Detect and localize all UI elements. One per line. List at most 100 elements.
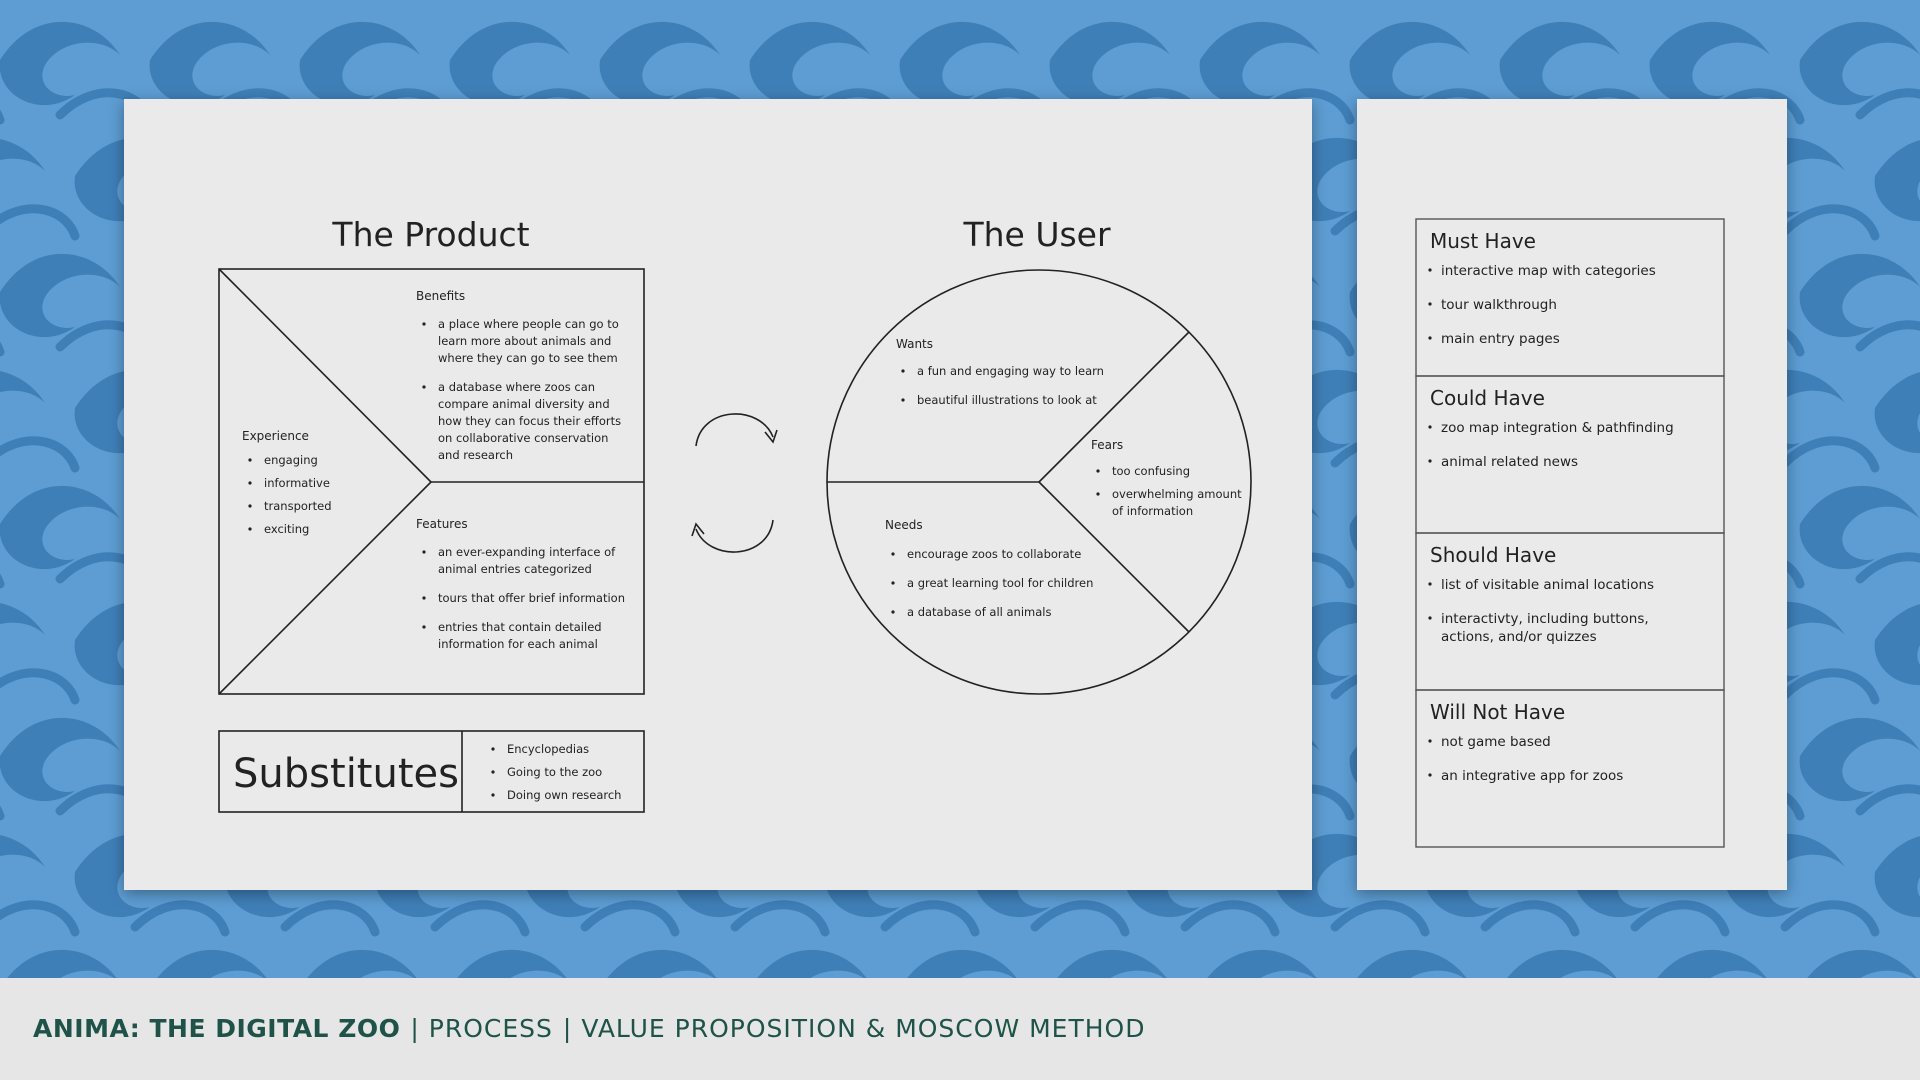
wave-shape: [0, 485, 120, 569]
moscow-item: list of visitable animal locations: [1441, 577, 1654, 593]
cycle-arrow-top-icon: [695, 413, 774, 447]
benefits-list: a place where people can go to learn more…: [422, 317, 621, 462]
wave-shape: [0, 21, 120, 105]
wave-stroke: [1180, 900, 1280, 937]
wave-stroke: [1855, 320, 1920, 352]
list-item-text: a place where people can go to: [438, 317, 619, 331]
moscow-item: an integrative app for zoos: [1441, 768, 1623, 784]
cycle-arrow-bottom-icon: [695, 519, 774, 553]
wave-shape: [1874, 372, 1920, 453]
moscow-item: tour walkthrough: [1441, 297, 1557, 313]
wave-shape: [0, 139, 45, 211]
list-item-text: informative: [264, 476, 330, 490]
list-item-text: too confusing: [1112, 464, 1190, 478]
list-item-text: Doing own research: [507, 788, 621, 802]
wave-shape: [1649, 21, 1770, 106]
list-item-text: engaging: [264, 453, 318, 467]
list-item-text: of information: [1112, 504, 1193, 518]
bullet-dot: [248, 481, 252, 485]
list-item-text: Encyclopedias: [507, 742, 589, 756]
bullet-dot: [248, 458, 252, 462]
bullet-dot: [1096, 492, 1100, 496]
wave-stroke: [880, 900, 980, 937]
wave-stroke: [430, 900, 530, 937]
product-divider-lower: [218, 481, 432, 695]
wave-stroke: [1030, 900, 1130, 937]
wave-shape: [0, 371, 45, 443]
wave-stroke: [130, 900, 230, 937]
list-item-text: animal entries categorized: [438, 562, 592, 576]
wave-shape: [1057, 949, 1167, 978]
wave-shape: [1799, 717, 1920, 802]
wave-stroke: [1480, 900, 1580, 937]
wave-shape: [0, 253, 120, 337]
list-item-text: learn more about animals and: [438, 334, 611, 348]
wave-shape: [0, 603, 45, 675]
moscow-heading: Could Have: [1430, 386, 1545, 410]
bullet-dot: [1428, 302, 1432, 306]
bullet-dot: [1428, 268, 1432, 272]
wave-shape: [599, 21, 720, 106]
moscow-item: main entry pages: [1441, 331, 1560, 347]
moscow-item: interactive map with categories: [1441, 263, 1656, 279]
benefits-heading: Benefits: [416, 289, 465, 303]
bullet-dot: [891, 610, 895, 614]
wave-shape: [1874, 836, 1920, 917]
bullet-dot: [491, 747, 495, 751]
wave-stroke: [0, 900, 80, 937]
moscow-cell: [1415, 689, 1725, 848]
substitutes-box: [218, 730, 645, 813]
wave-stroke: [1780, 668, 1880, 705]
product-title: The Product: [331, 215, 529, 254]
bullet-dot: [422, 385, 426, 389]
footer-brand: ANIMA: THE DIGITAL ZOO: [33, 1014, 401, 1043]
bullet-dot: [1428, 582, 1432, 586]
wave-shape: [1874, 604, 1920, 685]
user-divider-lower: [1038, 481, 1190, 633]
bullet-dot: [901, 369, 905, 373]
wave-stroke: [1780, 204, 1880, 241]
bullet-dot: [248, 527, 252, 531]
wave-shape: [1349, 21, 1470, 106]
wants-list: a fun and engaging way to learnbeautiful…: [901, 364, 1104, 407]
features-heading: Features: [416, 517, 468, 531]
wave-shape: [1207, 949, 1317, 978]
wave-shape: [1799, 253, 1920, 338]
user-title: The User: [962, 215, 1111, 254]
moscow-item: not game based: [1441, 734, 1551, 750]
wave-stroke: [1855, 552, 1920, 584]
list-item-text: overwhelming amount: [1112, 487, 1242, 501]
footer-title: ANIMA: THE DIGITAL ZOO|PROCESS|VALUE PRO…: [33, 1014, 1145, 1043]
wave-stroke: [580, 900, 680, 937]
list-item-text: beautiful illustrations to look at: [917, 393, 1097, 407]
bullet-dot: [1428, 739, 1432, 743]
bullet-dot: [1428, 459, 1432, 463]
product-divider-upper: [218, 268, 432, 483]
user-divider-upper: [1038, 331, 1190, 483]
list-item-text: a database of all animals: [907, 605, 1051, 619]
wave-shape: [449, 21, 570, 106]
wave-stroke: [1330, 900, 1430, 937]
list-item-text: and research: [438, 448, 513, 462]
list-item-text: a database where zoos can: [438, 380, 595, 394]
wave-stroke: [0, 204, 80, 241]
wave-shape: [607, 949, 717, 978]
moscow-item: zoo map integration & pathfinding: [1441, 420, 1674, 436]
cycle-arrow-bottom-head-icon: [691, 522, 705, 537]
bullet-dot: [1428, 425, 1432, 429]
wave-shape: [749, 21, 870, 106]
wave-shape: [457, 949, 567, 978]
wave-stroke: [1855, 784, 1920, 816]
moscow-item: actions, and/or quizzes: [1441, 629, 1597, 645]
bullet-dot: [422, 625, 426, 629]
moscow-heading: Should Have: [1430, 543, 1556, 567]
footer-bar: [0, 978, 1920, 1080]
bullet-dot: [1428, 616, 1432, 620]
wave-stroke: [1780, 436, 1880, 473]
cycle-arrow-top-head-icon: [764, 429, 778, 444]
experience-heading: Experience: [242, 429, 309, 443]
bullet-dot: [422, 322, 426, 326]
